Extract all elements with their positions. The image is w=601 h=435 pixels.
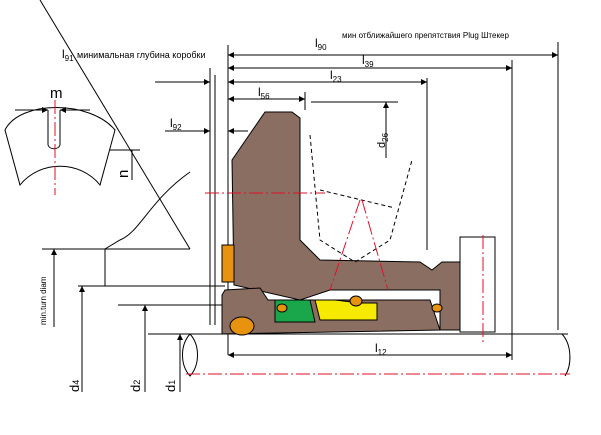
label-l23: l23 [330,68,342,84]
label-d4: d4 [67,380,82,392]
label-l56: l56 [258,85,270,101]
label-l90: l90 [315,36,327,52]
seal-face [314,299,378,321]
note-l90: мин отближайшего препятствия Plug Штекер [342,31,509,40]
gland-housing [231,111,477,331]
label-d1: d1 [163,380,178,392]
label-min-turn-diam: min.turn diam [39,276,48,325]
label-m: m [50,85,63,102]
note-l91: минимальная глубина коробки [77,50,205,60]
box-wall [104,171,191,286]
label-l39: l39 [362,53,374,69]
gasket [221,244,235,283]
oring-shaft [229,316,255,336]
label-n: n [115,170,132,178]
label-l92: l92 [170,116,182,132]
screw [459,236,496,333]
label-l91: l91 [62,47,74,63]
label-d2: d2 [128,380,143,392]
label-l12: l12 [375,341,387,357]
groove-detail [4,107,116,187]
label-l26: d26 [376,132,390,148]
